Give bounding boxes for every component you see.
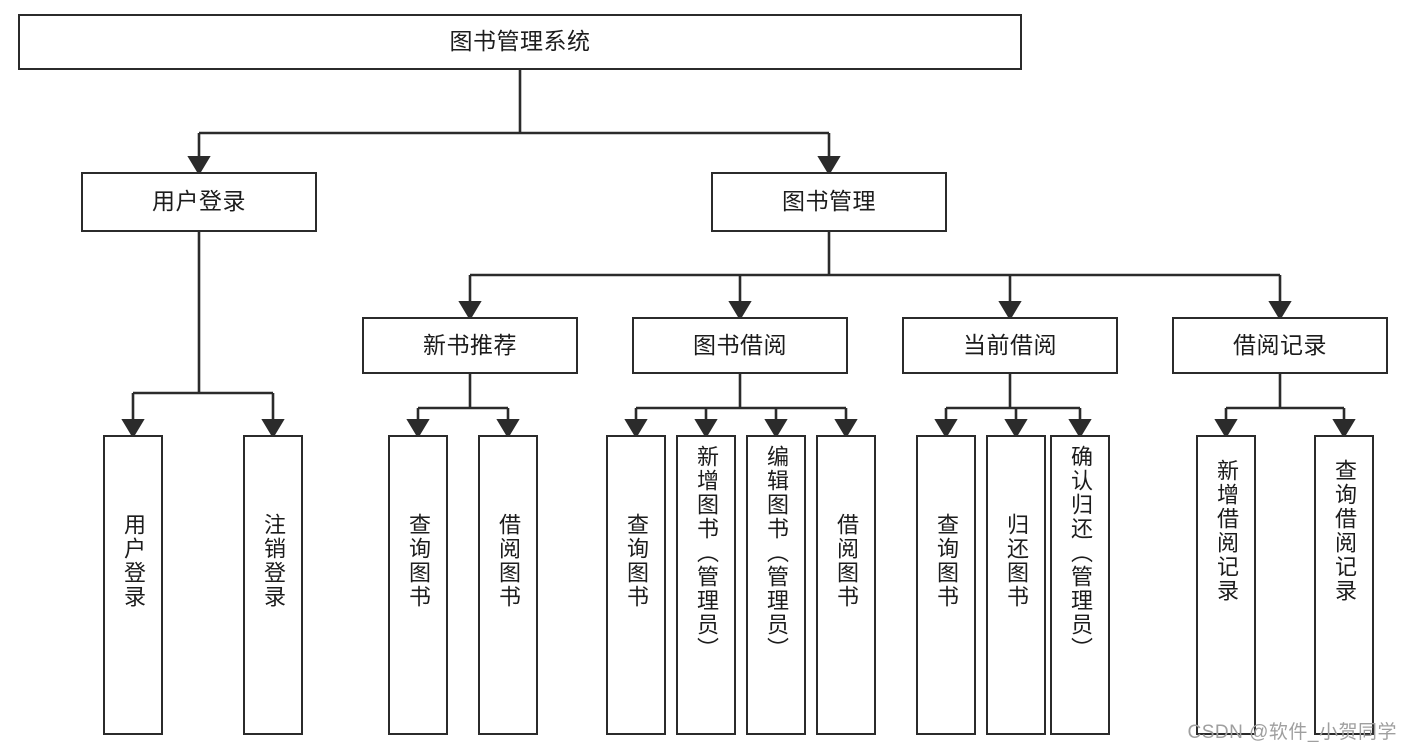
watermark-text: CSDN @软件_小贺同学 — [1187, 722, 1397, 743]
node-label: 借阅图书 — [834, 513, 859, 609]
node-label: 新增借阅记录 — [1214, 459, 1239, 603]
node-label: 图书借阅 — [693, 331, 787, 358]
node-label: 用户登录 — [152, 188, 246, 215]
node-label: 归还图书 — [1004, 513, 1029, 609]
node-new-book-recommend[interactable]: 新书推荐 — [362, 317, 578, 374]
node-label: 当前借阅 — [963, 331, 1057, 358]
node-leaf-borrow-book-2[interactable]: 借阅图书 — [816, 435, 876, 735]
node-leaf-add-record[interactable]: 新增借阅记录 — [1196, 435, 1256, 735]
node-book-borrow[interactable]: 图书借阅 — [632, 317, 848, 374]
node-leaf-edit-book[interactable]: 编辑图书（管理员） — [746, 435, 806, 735]
node-borrow-record[interactable]: 借阅记录 — [1172, 317, 1388, 374]
node-label: 编辑图书（管理员） — [764, 445, 789, 661]
node-label: 查询借阅记录 — [1332, 459, 1357, 603]
node-label: 图书管理系统 — [449, 28, 591, 55]
node-leaf-query-book-1[interactable]: 查询图书 — [388, 435, 448, 735]
node-label: 注销登录 — [261, 513, 286, 609]
node-label: 确认归还（管理员） — [1068, 445, 1093, 661]
node-label: 借阅图书 — [496, 513, 521, 609]
node-root[interactable]: 图书管理系统 — [18, 14, 1022, 70]
node-book-manage[interactable]: 图书管理 — [711, 172, 947, 232]
node-leaf-logout[interactable]: 注销登录 — [243, 435, 303, 735]
node-leaf-add-book[interactable]: 新增图书（管理员） — [676, 435, 736, 735]
node-leaf-borrow-book-1[interactable]: 借阅图书 — [478, 435, 538, 735]
node-leaf-query-book-2[interactable]: 查询图书 — [606, 435, 666, 735]
node-label: 查询图书 — [406, 513, 431, 609]
node-current-borrow[interactable]: 当前借阅 — [902, 317, 1118, 374]
node-label: 新书推荐 — [423, 331, 517, 358]
node-leaf-query-book-3[interactable]: 查询图书 — [916, 435, 976, 735]
node-leaf-confirm-return[interactable]: 确认归还（管理员） — [1050, 435, 1110, 735]
node-label: 图书管理 — [782, 188, 876, 215]
node-leaf-query-record[interactable]: 查询借阅记录 — [1314, 435, 1374, 735]
node-leaf-return-book[interactable]: 归还图书 — [986, 435, 1046, 735]
node-label: 借阅记录 — [1233, 331, 1327, 358]
node-label: 查询图书 — [624, 513, 649, 609]
node-user-login[interactable]: 用户登录 — [81, 172, 317, 232]
node-label: 用户登录 — [121, 513, 146, 609]
node-label: 新增图书（管理员） — [694, 445, 719, 661]
node-label: 查询图书 — [934, 513, 959, 609]
node-leaf-user-login[interactable]: 用户登录 — [103, 435, 163, 735]
